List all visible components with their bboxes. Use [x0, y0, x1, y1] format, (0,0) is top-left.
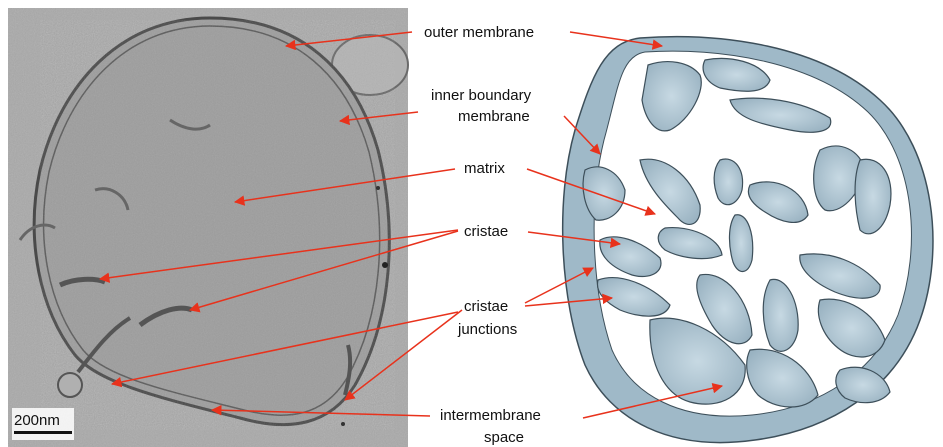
label-cristae: cristae: [464, 223, 508, 240]
em-particle: [376, 186, 380, 190]
label-intermembrane-line1: intermembrane: [440, 407, 541, 424]
label-inner-boundary-line2: membrane: [458, 108, 530, 125]
model-crista: [714, 159, 742, 205]
em-particle: [341, 422, 345, 426]
3d-model-panel: [563, 37, 933, 443]
label-inner-boundary-line1: inner boundary: [431, 87, 532, 104]
label-cristae-junctions-line1: cristae: [464, 298, 508, 315]
em-small-vesicle: [58, 373, 82, 397]
label-intermembrane-line2: space: [484, 429, 524, 446]
scale-bar: [14, 431, 72, 434]
label-outer-membrane: outer membrane: [424, 24, 534, 41]
em-matrix-noise: [40, 20, 395, 430]
em-tomogram-panel: 200nm: [8, 8, 408, 447]
em-particle: [382, 262, 388, 268]
annotation-labels: outer membrane inner boundary membrane m…: [424, 24, 541, 446]
label-cristae-junctions-line2: junctions: [457, 321, 517, 338]
label-matrix: matrix: [464, 160, 505, 177]
scale-bar-label: 200nm: [14, 412, 60, 429]
